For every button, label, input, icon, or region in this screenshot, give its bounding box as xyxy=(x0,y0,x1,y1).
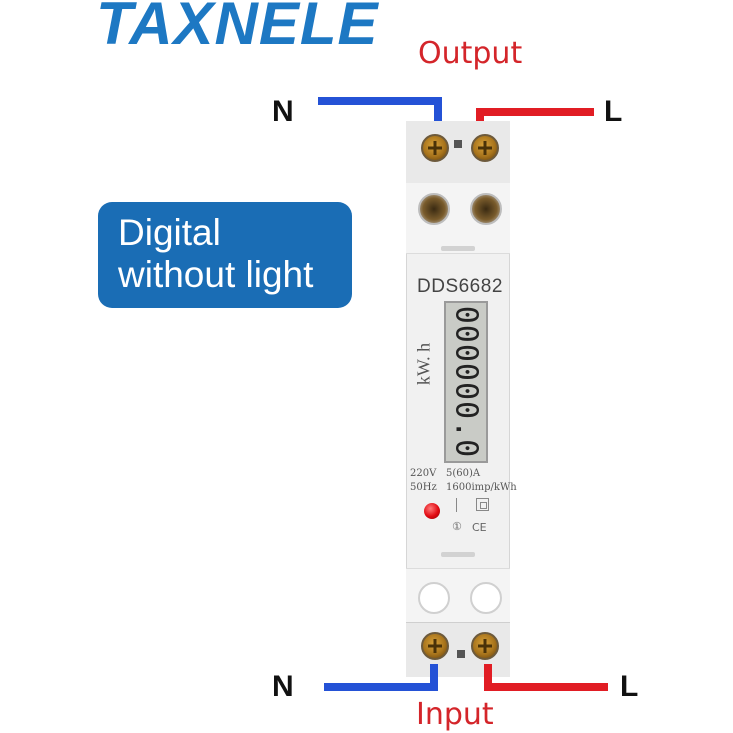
terminal-screw-icon xyxy=(471,632,499,660)
clip-slot xyxy=(441,552,475,557)
ground-symbol-icon xyxy=(456,498,457,512)
brand-logo: TAXNELE xyxy=(96,0,379,57)
unit-text: kW. h xyxy=(413,342,434,386)
lcd-display: 000000.0 xyxy=(444,301,488,463)
terminal-marker xyxy=(457,650,465,658)
live-top-label: L xyxy=(604,95,623,128)
pulse-led-icon xyxy=(424,503,440,519)
double-insulation-icon xyxy=(476,498,489,511)
class-symbol: ① xyxy=(452,520,462,533)
live-output-wire-drop xyxy=(476,108,484,128)
live-output-wire xyxy=(476,108,594,116)
terminal-hole-icon xyxy=(470,193,502,225)
neutral-top-label: N xyxy=(272,95,294,128)
input-label: Input xyxy=(416,697,494,732)
callout-line-2: without light xyxy=(118,254,314,295)
neutral-input-wire-rise xyxy=(430,664,438,691)
terminal-screw-icon xyxy=(471,134,499,162)
feature-callout: Digital without light xyxy=(98,202,352,308)
live-input-wire xyxy=(484,683,608,691)
model-number: DDS6682 xyxy=(417,276,503,297)
terminal-marker xyxy=(454,140,462,148)
neutral-bottom-label: N xyxy=(272,670,294,703)
live-input-wire-rise xyxy=(484,664,492,691)
display-reading: 000000.0 xyxy=(448,305,484,459)
spec-constant: 1600imp/kWh xyxy=(446,482,517,493)
live-bottom-label: L xyxy=(620,670,639,703)
output-label: Output xyxy=(418,36,523,71)
spec-voltage: 220V xyxy=(410,468,437,479)
terminal-hole-icon xyxy=(418,193,450,225)
neutral-output-wire-drop xyxy=(434,97,442,127)
terminal-hole-icon xyxy=(470,582,502,614)
spec-frequency: 50Hz xyxy=(410,482,437,493)
ce-mark: CE xyxy=(472,521,487,534)
unit-label: kW. h xyxy=(414,343,434,385)
neutral-output-wire xyxy=(318,97,442,105)
neutral-input-wire xyxy=(324,683,438,691)
spec-current: 5(60)A xyxy=(446,468,481,479)
callout-line-1: Digital xyxy=(118,212,221,253)
terminal-screw-icon xyxy=(421,632,449,660)
clip-slot xyxy=(441,246,475,251)
terminal-hole-icon xyxy=(418,582,450,614)
terminal-screw-icon xyxy=(421,134,449,162)
